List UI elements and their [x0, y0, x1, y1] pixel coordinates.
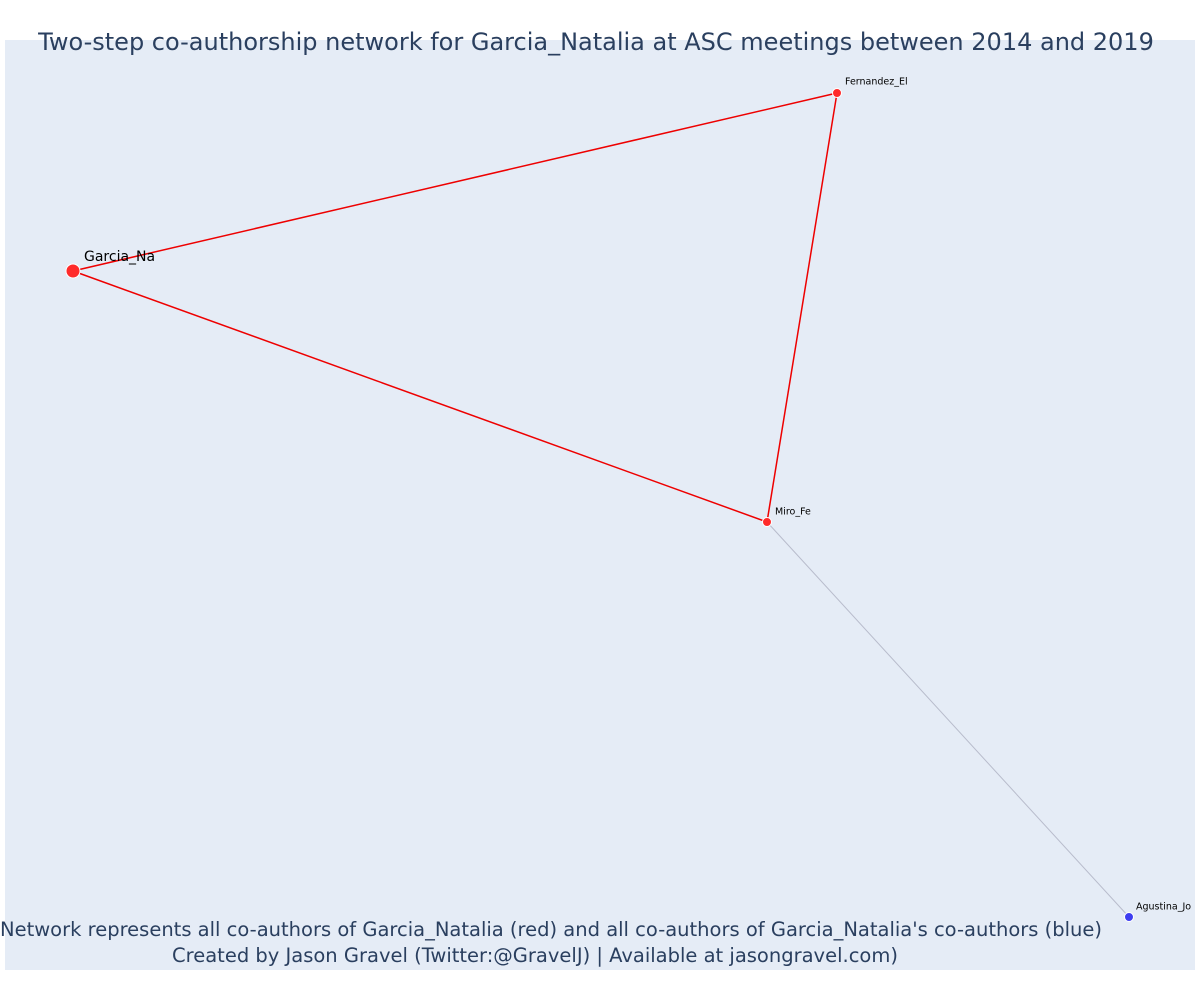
plot-area — [5, 40, 1195, 970]
node-label-Agustina_Jo: Agustina_Jo — [1136, 902, 1191, 913]
edge-Garcia_Na-Miro_Fe — [72, 270, 768, 523]
edge-Fernandez_El-Miro_Fe — [766, 92, 838, 523]
node-Garcia_Na[interactable] — [65, 263, 81, 279]
caption-credit: Created by Jason Gravel (Twitter:@Gravel… — [172, 944, 898, 967]
edges-layer — [72, 92, 1130, 918]
node-label-Garcia_Na: Garcia_Na — [84, 249, 155, 265]
caption-description: Network represents all co-authors of Gar… — [0, 918, 1102, 941]
node-label-Miro_Fe: Miro_Fe — [775, 507, 811, 518]
nodes-layer — [65, 88, 1134, 922]
node-Miro_Fe[interactable] — [762, 517, 772, 527]
node-label-Fernandez_El: Fernandez_El — [845, 77, 908, 88]
edge-Garcia_Na-Fernandez_El — [72, 92, 838, 272]
node-Fernandez_El[interactable] — [832, 88, 842, 98]
edge-Miro_Fe-Agustina_Jo — [766, 521, 1130, 918]
node-Agustina_Jo[interactable] — [1124, 912, 1134, 922]
chart-title: Two-step co-authorship network for Garci… — [38, 28, 1154, 56]
